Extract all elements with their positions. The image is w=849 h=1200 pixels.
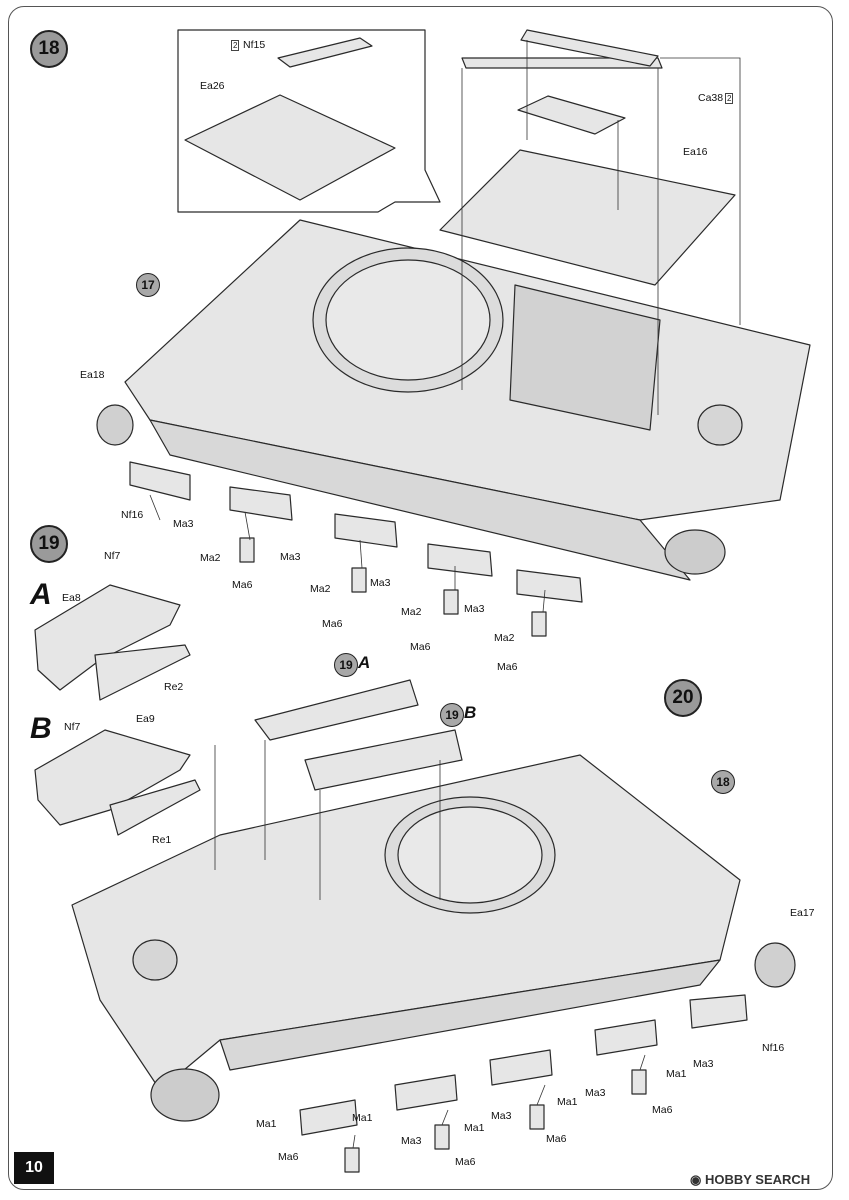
ref-variant-a: A	[358, 653, 371, 672]
qty-box: 2	[725, 93, 734, 104]
ref-step-19a: 19	[334, 653, 358, 677]
part-label: Re2	[164, 681, 184, 693]
part-label: Ca38	[698, 92, 724, 104]
part-label: Ma1	[666, 1068, 687, 1080]
ref-step-19b: 19	[440, 703, 464, 727]
qty-box: 2	[231, 40, 240, 51]
part-label: Ma6	[652, 1104, 673, 1116]
step-number-18: 18	[30, 30, 68, 68]
variant-b-label: B	[30, 712, 52, 745]
part-label: Ma3	[585, 1087, 606, 1099]
part-label: Ma6	[410, 641, 431, 653]
part-label: Ea18	[80, 369, 105, 381]
part-label: Re1	[152, 834, 172, 846]
part-label: Ma2	[200, 552, 221, 564]
part-label: Ma6	[278, 1151, 299, 1163]
step-number-20: 20	[664, 679, 702, 717]
watermark-text: HOBBY SEARCH	[704, 1172, 811, 1187]
part-label: Ea16	[683, 146, 708, 158]
part-label: Ea17	[790, 907, 815, 919]
part-label: Ma3	[280, 551, 301, 563]
part-label: Ma1	[557, 1096, 578, 1108]
part-label: Ma6	[455, 1156, 476, 1168]
part-label: Ma6	[546, 1133, 567, 1145]
ref-step-18: 18	[711, 770, 735, 794]
part-label: Ma3	[173, 518, 194, 530]
page-number: 10	[14, 1152, 54, 1184]
logo-icon: ◉	[690, 1172, 705, 1187]
part-label: Nf16	[762, 1042, 785, 1054]
part-label: Ma3	[491, 1110, 512, 1122]
part-label: Nf7	[104, 550, 121, 562]
part-label: Ma2	[494, 632, 515, 644]
variant-a-label: A	[30, 578, 52, 611]
ref-variant-b: B	[464, 703, 477, 722]
part-label: Ma3	[401, 1135, 422, 1147]
part-label: Ea8	[62, 592, 81, 604]
part-label: Ma6	[232, 579, 253, 591]
part-label: Ma1	[352, 1112, 373, 1124]
part-label: Nf15	[243, 39, 266, 51]
part-label: Ma6	[322, 618, 343, 630]
part-label: Nf7	[64, 721, 81, 733]
part-label: Ma6	[497, 661, 518, 673]
watermark: ◉ HOBBY SEARCH	[690, 1172, 810, 1188]
part-label: Nf16	[121, 509, 144, 521]
ref-step-17: 17	[136, 273, 160, 297]
step-number-19: 19	[30, 525, 68, 563]
part-label: Ma3	[370, 577, 391, 589]
part-label: Ma1	[256, 1118, 277, 1130]
part-label: Ea9	[136, 713, 155, 725]
part-label: Ma3	[693, 1058, 714, 1070]
part-label: Ma2	[310, 583, 331, 595]
part-label: Ea26	[200, 80, 225, 92]
part-label: Ma2	[401, 606, 422, 618]
part-label: Ma3	[464, 603, 485, 615]
part-label: Ma1	[464, 1122, 485, 1134]
